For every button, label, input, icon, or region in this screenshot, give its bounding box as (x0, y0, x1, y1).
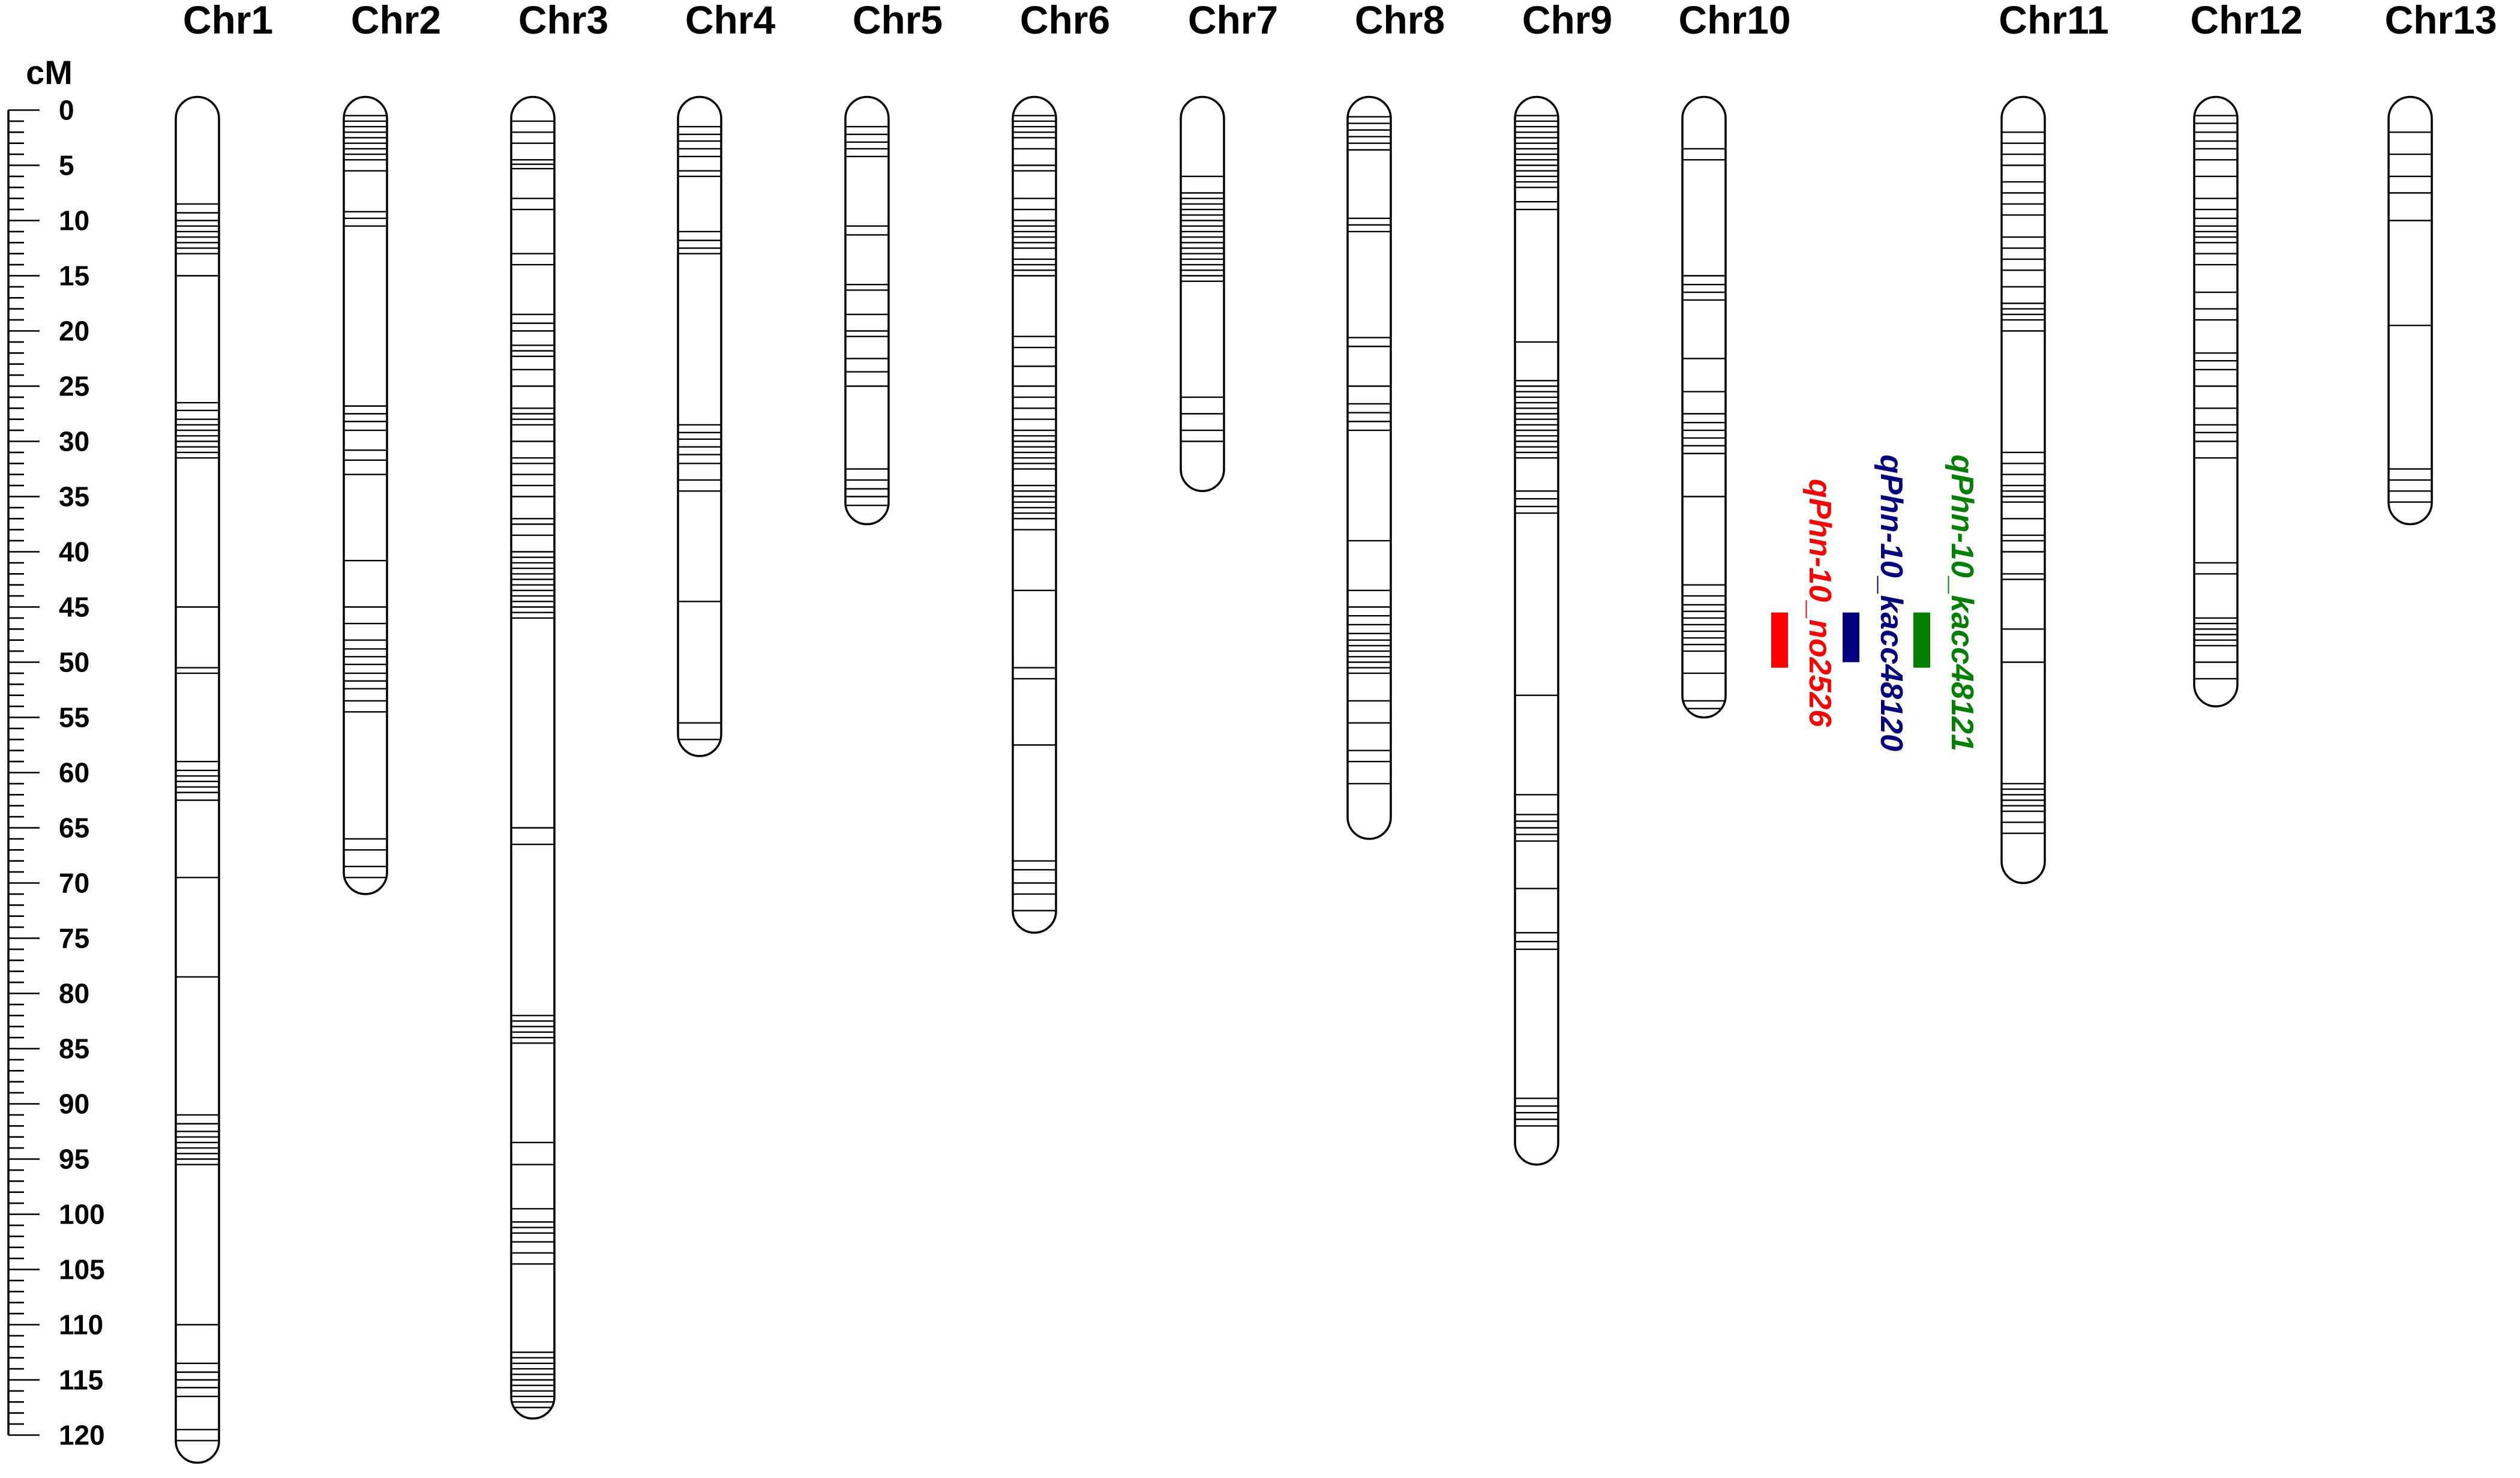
chromosome-outline (2000, 95, 2046, 885)
scale-tick-label: 55 (59, 702, 89, 733)
chromosome-chr8: Chr8 (1346, 0, 1445, 840)
scale-tick-label: 50 (59, 647, 89, 678)
chromosome-title: Chr3 (518, 0, 608, 42)
scale-tick-label: 80 (59, 978, 89, 1009)
qtl-group: qPhn-10_no2526 qPhn-10_kacc48120 qPhn-10_k… (1771, 455, 1979, 751)
chromosome-chr13: Chr13 (2384, 0, 2497, 526)
qtl-bar (1771, 612, 1788, 668)
scale-tick-label: 70 (59, 868, 89, 899)
scale-tick-label: 115 (59, 1365, 103, 1396)
chromosome-chr6: Chr6 (1012, 0, 1110, 934)
qtl-bar (1913, 612, 1930, 668)
chromosome-title: Chr8 (1355, 0, 1445, 42)
chromosome-group: Chr1 Chr2 Chr3 Chr4 Chr5 Chr6 Chr7 Chr8 Chr9 Chr1… (175, 0, 2497, 1464)
chromosome-chr11: Chr11 (1999, 0, 2109, 885)
scale-tick-label: 75 (59, 923, 89, 954)
chromosome-outline (1346, 95, 1392, 840)
scale-tick-label: 100 (59, 1199, 105, 1230)
chromosome-chr12: Chr12 (2190, 0, 2303, 707)
scale-tick-label: 20 (59, 316, 89, 347)
chromosome-outline (510, 95, 556, 1420)
chromosome-chr2: Chr2 (343, 0, 441, 895)
scale-tick-label: 95 (59, 1144, 89, 1175)
scale-tick-label: 0 (59, 95, 74, 126)
chromosome-title: Chr9 (1522, 0, 1612, 42)
scale-tick-label: 10 (59, 205, 89, 236)
qtl-2: qPhn-10_kacc48120 (1843, 455, 1909, 751)
chromosome-outline (175, 95, 220, 1464)
chromosome-outline (1514, 95, 1559, 1166)
chromosome-title: Chr6 (1020, 0, 1110, 42)
chromosome-chr7: Chr7 (1180, 0, 1278, 492)
scale-tick-label: 120 (59, 1420, 105, 1451)
scale-unit-label: cM (26, 53, 73, 91)
chromosome-outline (1681, 95, 1727, 719)
chromosome-chr4: Chr4 (677, 0, 776, 757)
scale-tick-label: 90 (59, 1089, 89, 1120)
scale-tick-label: 25 (59, 371, 89, 402)
chromosome-title: Chr7 (1188, 0, 1278, 42)
chromosome-title: Chr5 (853, 0, 943, 42)
qtl-label: qPhn-10_kacc48121 (1945, 455, 1979, 751)
qtl-label: qPhn-10_no2526 (1802, 479, 1837, 727)
chromosome-outline (1180, 95, 1225, 492)
chromosome-chr5: Chr5 (844, 0, 943, 526)
scale-tick-label: 35 (59, 481, 89, 512)
scale-tick-label: 110 (59, 1309, 103, 1341)
scale-tick-label: 30 (59, 426, 89, 457)
chromosome-chr10: Chr10 (1678, 0, 1791, 719)
scale-tick-label: 65 (59, 813, 89, 844)
chromosome-outline (2387, 95, 2433, 526)
scale-tick-label: 40 (59, 536, 89, 568)
qtl-bar (1843, 612, 1859, 662)
cm-scale-axis: cM 0 5 10 15 20 25 30 35 40 45 50 55 60 65 70 75 80 85 90 9… (7, 53, 105, 1451)
chromosome-outline (1012, 95, 1057, 934)
chromosome-title: Chr4 (685, 0, 776, 42)
chromosome-chr9: Chr9 (1514, 0, 1612, 1166)
chromosome-outline (2193, 95, 2239, 707)
qtl-1: qPhn-10_no2526 (1771, 479, 1837, 727)
scale-tick-label: 85 (59, 1033, 89, 1065)
chromosome-title: Chr2 (351, 0, 441, 42)
chromosome-title: Chr13 (2384, 0, 2497, 42)
scale-tick-label: 60 (59, 757, 89, 789)
chromosome-outline (343, 95, 388, 895)
chromosome-title: Chr11 (1999, 0, 2108, 42)
scale-tick-label: 15 (59, 260, 89, 292)
qtl-label: qPhn-10_kacc48120 (1874, 455, 1909, 751)
scale-tick-label: 5 (59, 150, 74, 181)
chromosome-chr3: Chr3 (510, 0, 608, 1420)
chromosome-title: Chr10 (1678, 0, 1790, 42)
chromosome-chr1: Chr1 (175, 0, 273, 1464)
chromosome-title: Chr1 (183, 0, 273, 42)
chromosome-outline (677, 95, 722, 757)
qtl-3: qPhn-10_kacc48121 (1913, 455, 1979, 751)
scale-tick-label: 45 (59, 592, 89, 623)
scale-tick-label: 105 (59, 1254, 105, 1285)
chromosome-title: Chr12 (2190, 0, 2302, 42)
chromosome-outline (844, 95, 890, 526)
